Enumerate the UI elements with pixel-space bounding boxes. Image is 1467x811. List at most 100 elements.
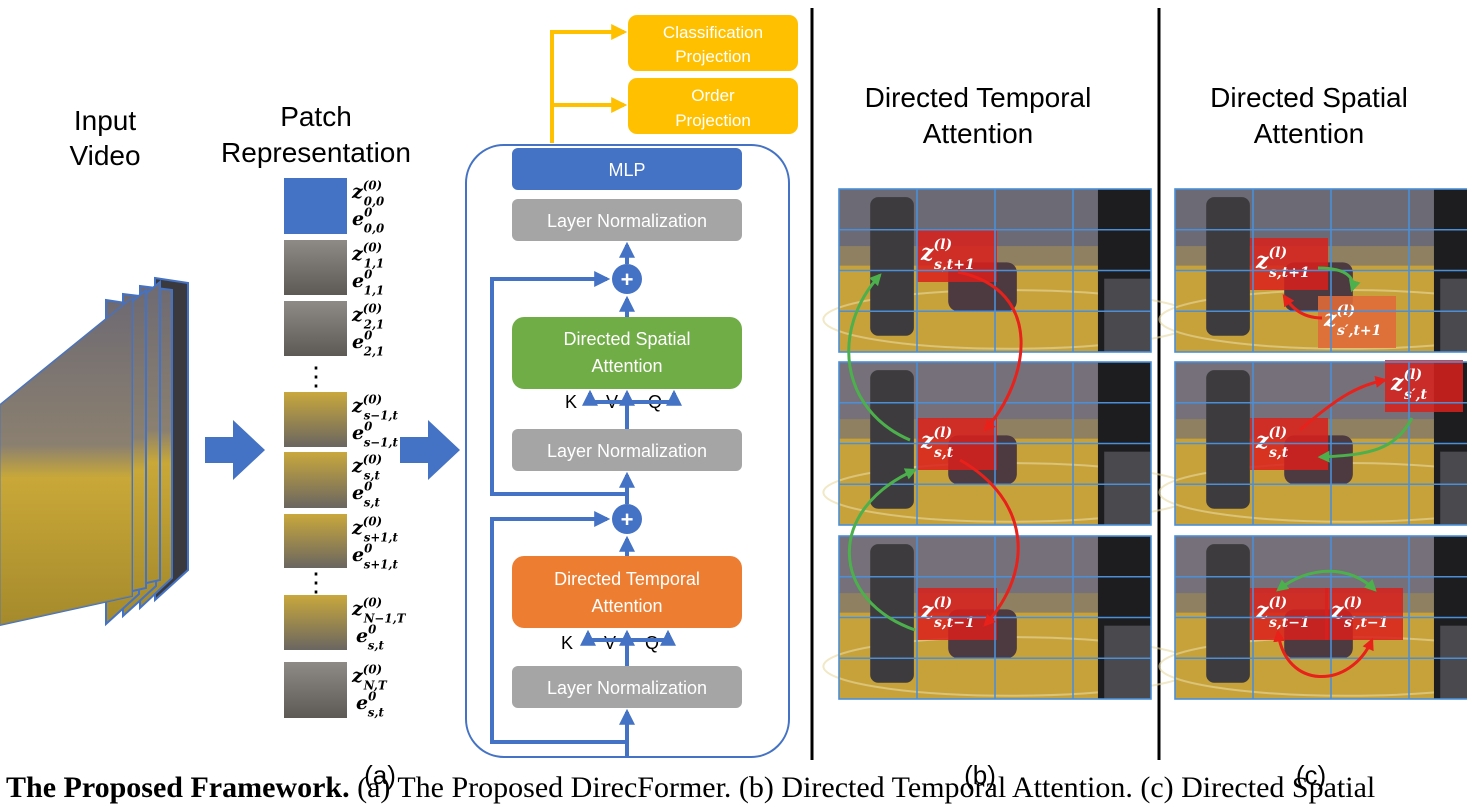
patch-thumb: [284, 514, 347, 568]
temporal-v-label: V: [604, 633, 616, 653]
patch-e-label-base: e: [356, 625, 368, 647]
temporal-block-label-1: Directed Temporal: [554, 569, 700, 589]
frame-z-label: z(l)s,t: [920, 425, 954, 461]
frame-z-sup: (l): [1269, 245, 1288, 261]
patch-z-label-base: z: [351, 517, 364, 539]
frame-z-sup: (l): [1269, 425, 1288, 441]
patch-e-label-sub: 2,1: [363, 345, 384, 359]
directed-temporal-attention-block: [512, 556, 742, 628]
patch-z-label-base: z: [351, 243, 364, 265]
patch-z-label-base: z: [351, 181, 364, 203]
patch-z-label-base: z: [351, 395, 364, 417]
classification-projection-block: [628, 15, 798, 71]
spatial-panel-title-line1: Directed Spatial: [1210, 82, 1408, 113]
patch-z-label: z(0)1,1: [351, 240, 384, 270]
patch-e-label-sup: 0: [364, 419, 373, 433]
patch-e-label-base: e: [352, 544, 364, 566]
classification-label-1: Classification: [663, 23, 763, 42]
caption-bold: The Proposed Framework.: [6, 771, 350, 804]
layer-norm-top-label: Layer Normalization: [547, 211, 707, 231]
patch-thumb: [284, 240, 347, 295]
patch-z-label-base: z: [351, 304, 364, 326]
patch-e-label-base: e: [356, 692, 368, 714]
patch-z-label-base: z: [351, 665, 364, 687]
order-label-1: Order: [691, 86, 735, 105]
order-projection-block: [628, 78, 798, 134]
frame-z-sup: (l): [1344, 595, 1363, 611]
temporal-attention-arrows: [847, 270, 1023, 632]
layer-norm-top: [512, 199, 742, 241]
patch-thumb: [284, 662, 347, 718]
patch-z-label: z(0)s+1,t: [351, 514, 399, 544]
patch-z-label-base: z: [351, 598, 364, 620]
patch-title-line2: Representation: [221, 137, 411, 168]
patch-z-label-sup: (0): [363, 595, 382, 609]
frame-z-label: z(l)s,t: [1255, 425, 1289, 461]
frame-z-base: z: [920, 598, 934, 624]
patch-token-class: [284, 178, 347, 234]
patch-z-label-sub: N−1,T: [363, 612, 407, 626]
residual-add-bottom: [612, 504, 642, 534]
patch-grid: [1174, 188, 1467, 353]
frame-z-sup: (l): [1404, 367, 1423, 383]
patch-grid: [1174, 361, 1467, 526]
frame-z-base: z: [1323, 306, 1337, 332]
patch-z-label-sub: s+1,t: [364, 531, 399, 545]
patch-ellipsis-2: ⋮: [303, 567, 329, 597]
patch-e-label-sub: s−1,t: [364, 436, 399, 450]
layer-norm-bottom-label: Layer Normalization: [547, 678, 707, 698]
patch-z-label-sup: (0): [363, 178, 382, 192]
patch-z-label-sub: 2,1: [363, 318, 384, 332]
frame-z-sup: (l): [934, 595, 953, 611]
encoder-container: [465, 144, 790, 758]
residual-add-bottom-label: +: [621, 507, 634, 532]
patch-e-label-base: e: [352, 270, 364, 292]
frame-z-sup: (l): [934, 425, 953, 441]
frame-z-sub: s,t−1: [934, 615, 975, 631]
patch-z-label-sub: N,T: [363, 679, 388, 693]
temporal-q-label: Q: [645, 633, 659, 653]
highlighted-patch: [917, 230, 997, 282]
frame-z-base: z: [1255, 598, 1269, 624]
patch-grid: [838, 188, 1152, 353]
patch-e-label-base: e: [352, 331, 364, 353]
input-video-title-line1: Input: [74, 105, 136, 136]
temporal-k-label: K: [561, 633, 573, 653]
layer-norm-bottom: [512, 666, 742, 708]
patch-title-line1: Patch: [280, 101, 352, 132]
patch-z-label: z(0)s−1,t: [351, 392, 399, 422]
layer-norm-middle-label: Layer Normalization: [547, 441, 707, 461]
patch-z-label: z(0) 2,1: [351, 301, 384, 331]
patch-z-label-base: z: [351, 455, 364, 477]
frame-z-label: z(l)s,t+1: [920, 237, 975, 273]
patch-z-label-sup: (0): [363, 301, 382, 315]
highlighted-patch: [1250, 238, 1328, 290]
patch-z-label-sup: (0): [363, 452, 382, 466]
patch-z-label: z(0) N−1,T: [351, 595, 407, 625]
frame-z-label: z(l)s,t+1: [1255, 245, 1310, 281]
frame-z-sub: s,t: [934, 445, 954, 461]
spatial-block-label-2: Attention: [591, 356, 662, 376]
spatial-attention-arrows: [1273, 266, 1414, 678]
patch-z-label-sub: s,t: [364, 469, 381, 483]
spatial-block-label-1: Directed Spatial: [563, 329, 690, 349]
patch-e-label-base: e: [352, 482, 364, 504]
frame-z-base: z: [920, 240, 934, 266]
patch-thumb: [284, 392, 347, 447]
patch-z-label: z(0) 0,0: [351, 178, 385, 208]
patch-e-label-sub: 1,1: [364, 284, 384, 298]
spatial-attention-frames: z(l)s,t+1z(l)s′,t+1z(l)s′,tz(l)s,tz(l)s,…: [1158, 188, 1467, 700]
mlp-label: MLP: [608, 160, 645, 180]
patch-z-label-sub: s−1,t: [364, 409, 399, 423]
spatial-k-label: K: [565, 392, 577, 412]
patch-z-label-sub: 0,0: [364, 195, 385, 209]
temporal-panel-title-line1: Directed Temporal: [865, 82, 1092, 113]
frame-z-base: z: [1255, 248, 1269, 274]
patch-e-label-sub: 0,0: [364, 222, 385, 236]
classification-label-2: Projection: [675, 47, 751, 66]
